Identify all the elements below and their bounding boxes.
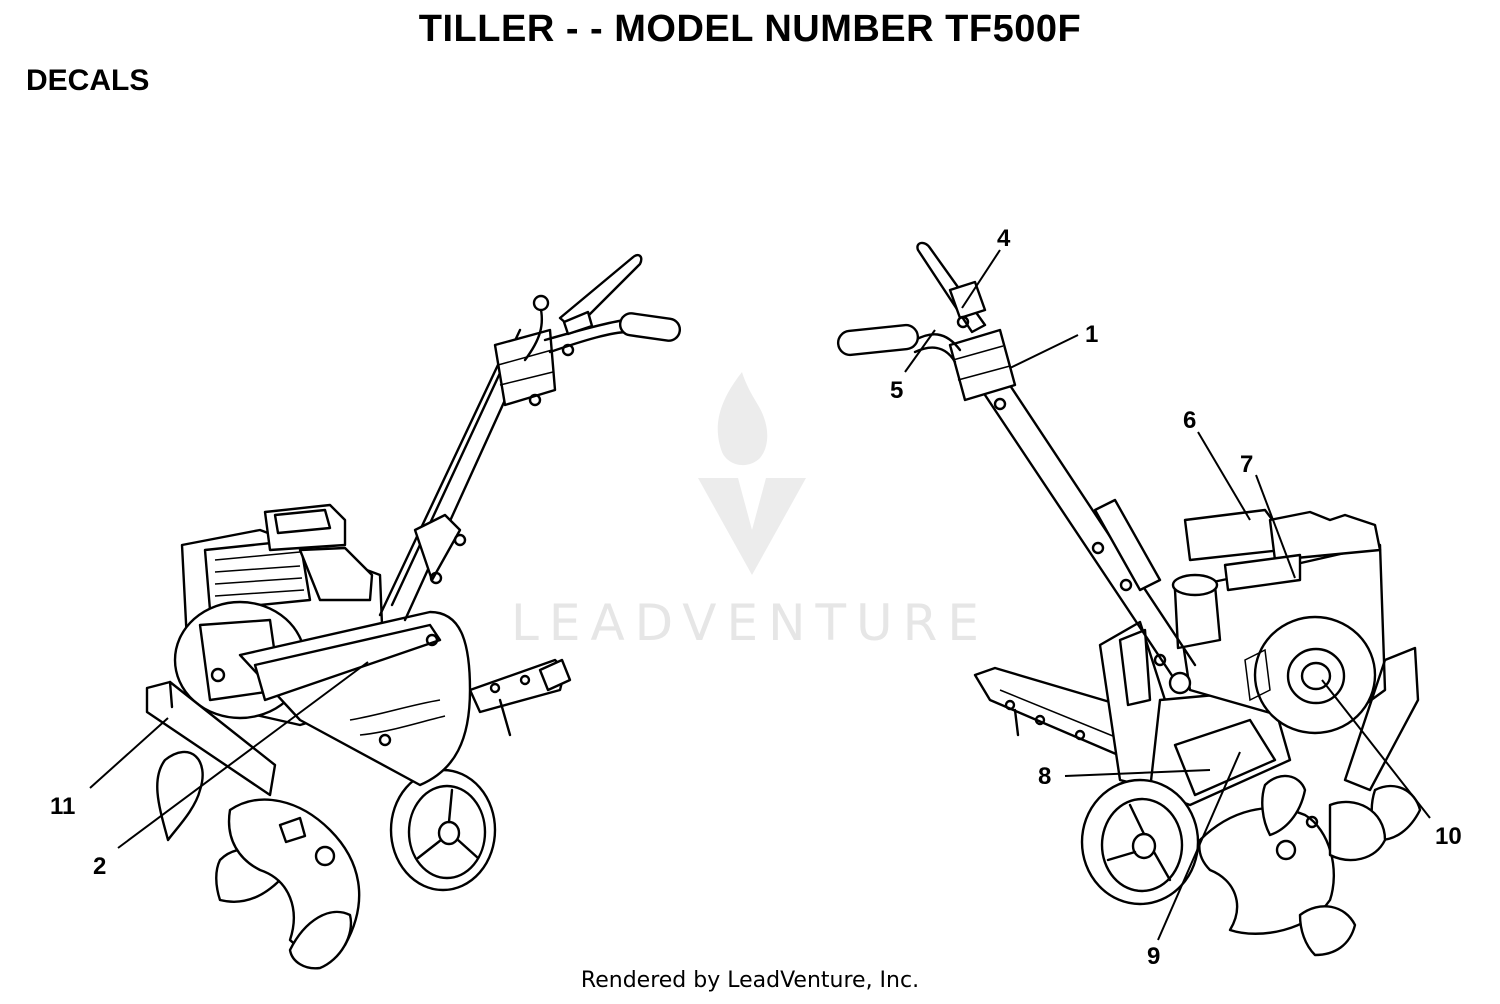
callout-10: 10 <box>1435 823 1462 850</box>
callout-2: 2 <box>93 853 106 880</box>
callout-7: 7 <box>1240 451 1253 478</box>
drag-bar-left <box>468 658 572 737</box>
leader-9 <box>1157 751 1241 941</box>
handle-column-left <box>378 328 575 622</box>
callout-6: 6 <box>1183 407 1196 434</box>
flame-logo-icon <box>698 372 806 575</box>
callout-11: 11 <box>50 793 75 820</box>
leadventure-watermark: LEADVENTURE <box>511 372 989 652</box>
leader-1 <box>1009 334 1079 369</box>
callout-numbers: 1 2 4 5 6 7 8 9 10 11 <box>50 225 1462 970</box>
leader-8 <box>1064 769 1211 777</box>
watermark-text: LEADVENTURE <box>511 594 989 652</box>
tiller-left-view <box>145 253 682 970</box>
tines-left <box>156 750 361 970</box>
tines-right <box>1198 774 1422 957</box>
leader-10 <box>1321 679 1431 819</box>
diagram-title: TILLER - - MODEL NUMBER TF500F <box>418 8 1082 50</box>
leader-6 <box>1197 431 1251 521</box>
wheel-right <box>1080 778 1200 906</box>
callout-9: 9 <box>1147 943 1160 970</box>
callout-5: 5 <box>890 377 903 404</box>
callout-leaders <box>89 249 1431 941</box>
leader-11 <box>89 717 169 789</box>
tine-shield-left <box>145 680 277 797</box>
callout-1: 1 <box>1085 321 1098 348</box>
wheel-left <box>389 768 497 892</box>
frame-right <box>1098 620 1292 807</box>
leader-4 <box>961 249 1001 309</box>
leader-7 <box>1255 474 1296 579</box>
leader-5 <box>904 329 936 373</box>
handlebar-right <box>836 241 987 364</box>
section-heading: DECALS <box>26 64 150 97</box>
handlebar-left <box>523 253 682 362</box>
handle-column-right <box>948 328 1197 695</box>
callout-8: 8 <box>1038 763 1051 790</box>
belt-cover-left <box>238 610 472 787</box>
footer-credit: Rendered by LeadVenture, Inc. <box>580 968 920 993</box>
callout-4: 4 <box>997 225 1011 252</box>
leader-2 <box>117 661 369 849</box>
